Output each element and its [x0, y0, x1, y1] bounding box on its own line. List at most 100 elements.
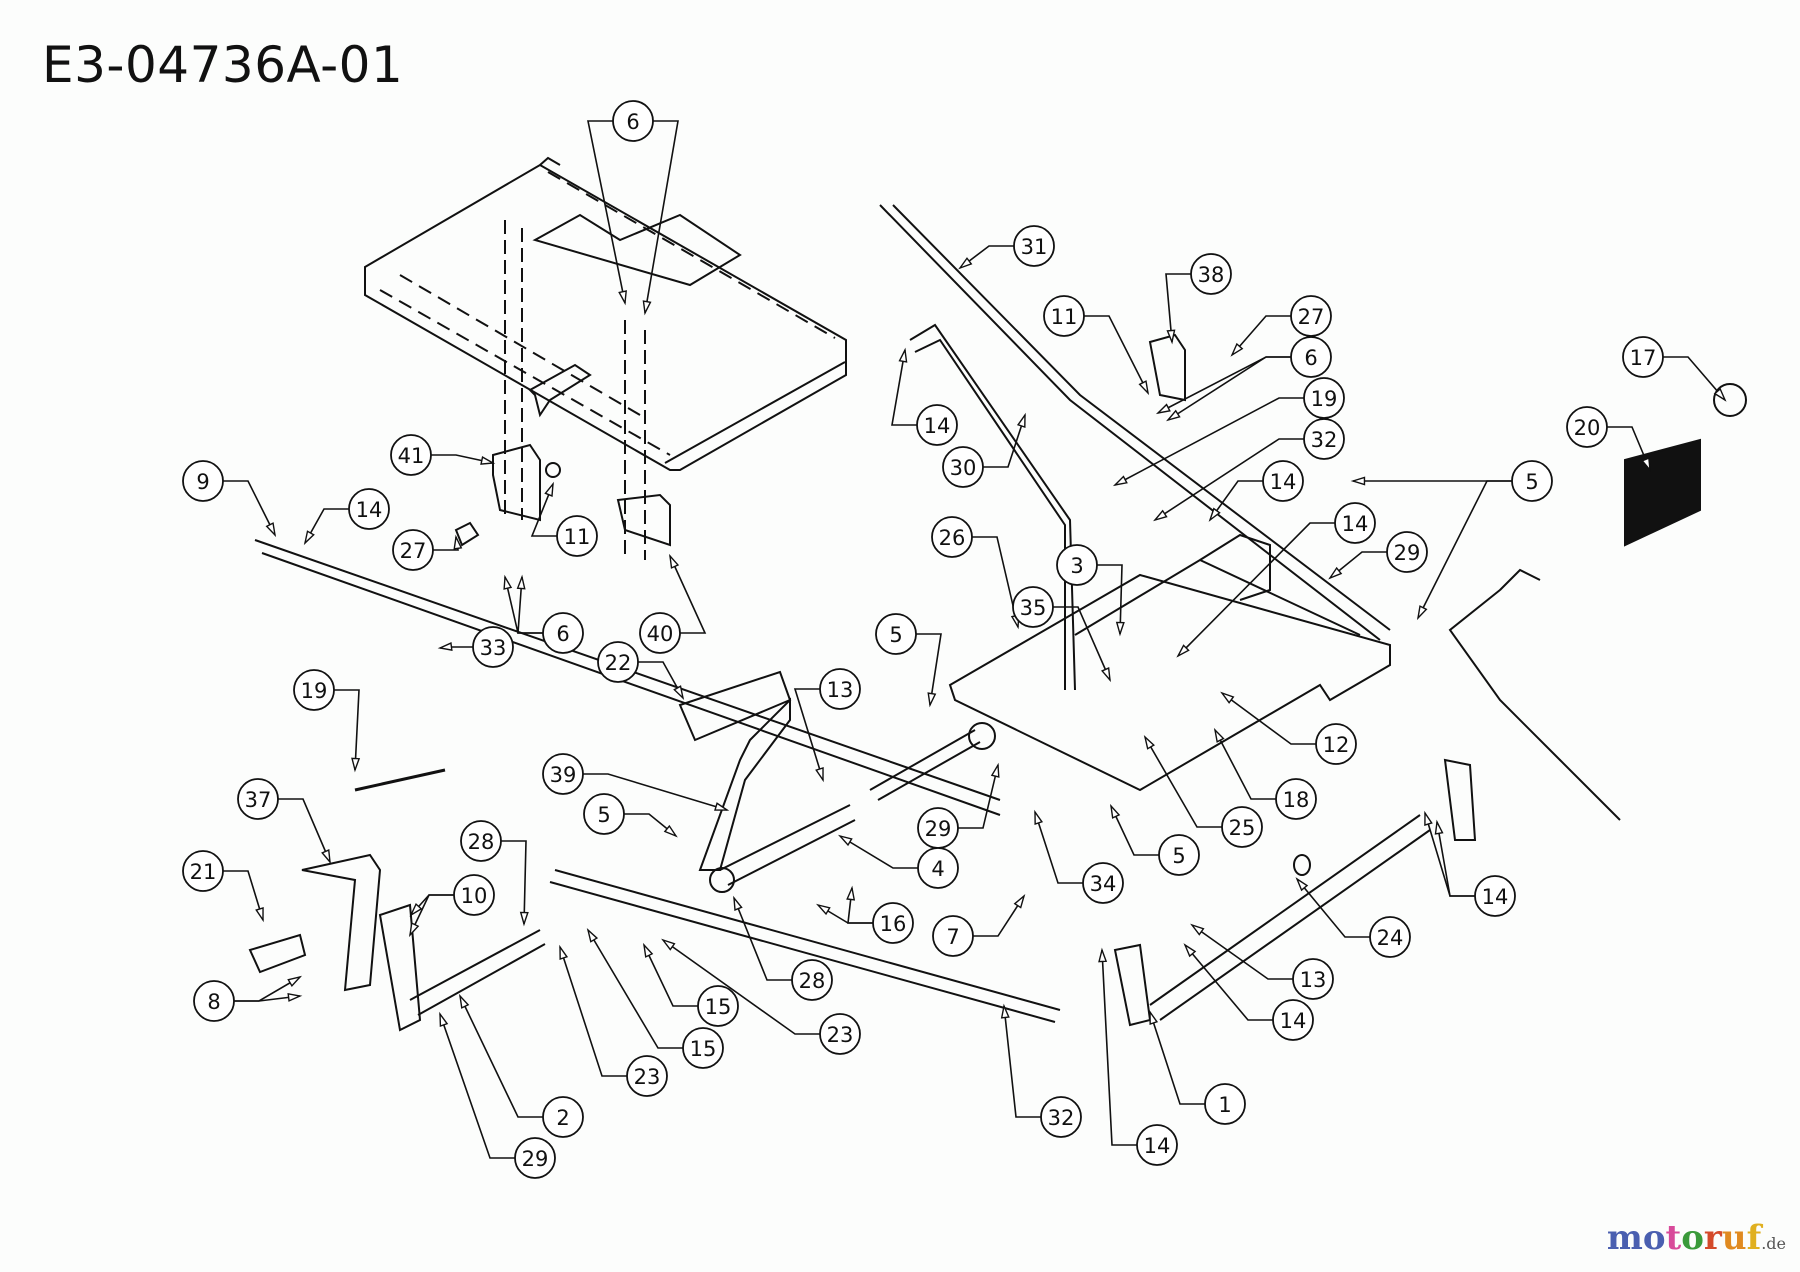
callout-27[interactable]: 27	[1230, 295, 1332, 357]
callout-34[interactable]: 34	[1034, 809, 1124, 904]
callout-9[interactable]: 9	[182, 460, 277, 538]
leader-line	[1053, 606, 1111, 681]
callout-14[interactable]: 14	[1208, 460, 1304, 522]
callout-29[interactable]: 29	[1328, 531, 1428, 580]
callout-16[interactable]: 16	[815, 885, 914, 944]
callout-19[interactable]: 19	[293, 669, 361, 773]
callout-14[interactable]: 14	[303, 488, 390, 546]
callout-13[interactable]: 13	[1190, 923, 1334, 1000]
callout-32[interactable]: 32	[1000, 1003, 1082, 1138]
arrowhead	[559, 944, 569, 960]
callout-30[interactable]: 30	[942, 412, 1026, 488]
callout-number: 27	[400, 539, 427, 563]
callout-14[interactable]: 14	[891, 347, 958, 446]
callout-3[interactable]: 3	[1056, 544, 1125, 637]
callout-circle	[237, 778, 279, 820]
callout-29[interactable]: 29	[917, 762, 1000, 849]
callout-12[interactable]: 12	[1220, 691, 1357, 765]
callout-13[interactable]: 13	[793, 668, 861, 783]
callout-8[interactable]: 8	[193, 975, 303, 1022]
leader-line	[431, 454, 494, 464]
callout-number: 9	[196, 470, 209, 494]
callout-6[interactable]: 6	[1155, 336, 1332, 422]
callout-number: 23	[827, 1023, 854, 1047]
callout-circle	[612, 100, 654, 142]
callout-33[interactable]: 33	[437, 626, 514, 668]
callout-number: 24	[1377, 926, 1404, 950]
leader-line	[662, 939, 820, 1035]
callout-28[interactable]: 28	[733, 895, 833, 1001]
callout-32[interactable]: 32	[1153, 418, 1345, 522]
callout-35[interactable]: 35	[1012, 586, 1111, 683]
callout-14[interactable]: 14	[1183, 943, 1314, 1041]
leader-line	[517, 576, 543, 634]
callout-22[interactable]: 22	[597, 641, 685, 701]
leader-line	[1231, 315, 1291, 356]
callout-19[interactable]: 19	[1112, 377, 1345, 487]
callout-26[interactable]: 26	[931, 516, 1020, 630]
callout-14[interactable]: 14	[1098, 947, 1178, 1166]
callout-7[interactable]: 7	[932, 894, 1026, 957]
callout-1[interactable]: 1	[1149, 1009, 1246, 1125]
callout-number: 26	[939, 526, 966, 550]
leader-line	[1114, 397, 1304, 486]
arrowhead	[958, 257, 973, 270]
callout-20[interactable]: 20	[1566, 406, 1651, 473]
callout-14[interactable]: 14	[1424, 810, 1516, 917]
callout-31[interactable]: 31	[958, 225, 1055, 270]
leader-line	[234, 995, 301, 1002]
callout-11[interactable]: 11	[1043, 295, 1150, 396]
arrowhead	[303, 530, 315, 546]
callout-5[interactable]: 5	[583, 793, 678, 838]
callout-25[interactable]: 25	[1143, 734, 1263, 848]
arrowhead	[1109, 803, 1121, 819]
callout-28[interactable]: 28	[460, 820, 529, 927]
arrowhead	[480, 456, 496, 465]
arrowhead	[669, 553, 680, 569]
arrowhead	[409, 902, 423, 917]
arrowhead	[1183, 943, 1197, 958]
arrowhead	[733, 895, 743, 911]
callout-5[interactable]: 5	[1350, 460, 1553, 621]
callout-number: 38	[1198, 263, 1225, 287]
arrowhead	[1143, 734, 1155, 750]
arrowhead	[255, 907, 264, 923]
callout-15[interactable]: 15	[642, 942, 739, 1027]
callout-circle	[1012, 586, 1054, 628]
arrowhead	[1138, 380, 1150, 396]
callout-24[interactable]: 24	[1295, 877, 1411, 958]
callout-number: 12	[1323, 733, 1350, 757]
callout-15[interactable]: 15	[586, 927, 724, 1069]
callout-27[interactable]: 27	[392, 529, 463, 571]
callout-39[interactable]: 39	[542, 753, 730, 811]
callout-number: 7	[946, 925, 959, 949]
callout-5[interactable]: 5	[875, 613, 942, 708]
callout-10[interactable]: 10	[408, 874, 495, 938]
callout-6[interactable]: 6	[587, 100, 679, 316]
callout-21[interactable]: 21	[182, 850, 264, 923]
callout-17[interactable]: 17	[1622, 336, 1727, 402]
callout-37[interactable]: 37	[237, 778, 331, 865]
callout-6[interactable]: 6	[503, 574, 584, 654]
callout-23[interactable]: 23	[661, 938, 861, 1055]
callout-29[interactable]: 29	[439, 1011, 556, 1179]
callout-40[interactable]: 40	[639, 553, 707, 654]
leader-line	[839, 835, 918, 869]
callout-18[interactable]: 18	[1213, 727, 1317, 820]
callout-circle	[875, 613, 917, 655]
callout-4[interactable]: 4	[837, 834, 959, 889]
callout-23[interactable]: 23	[559, 944, 668, 1097]
arrowhead	[1153, 509, 1168, 522]
leader-line	[1154, 438, 1304, 521]
callout-11[interactable]: 11	[530, 481, 598, 557]
callout-circle	[917, 847, 959, 889]
callout-5[interactable]: 5	[1109, 803, 1200, 876]
callout-41[interactable]: 41	[390, 434, 496, 476]
callout-14[interactable]: 14	[1176, 502, 1376, 658]
callout-2[interactable]: 2	[458, 993, 584, 1138]
callout-number: 2	[556, 1106, 569, 1130]
leader-line	[1165, 273, 1191, 343]
callout-38[interactable]: 38	[1165, 253, 1232, 345]
arrowhead	[642, 300, 652, 316]
arrowhead	[287, 975, 303, 988]
